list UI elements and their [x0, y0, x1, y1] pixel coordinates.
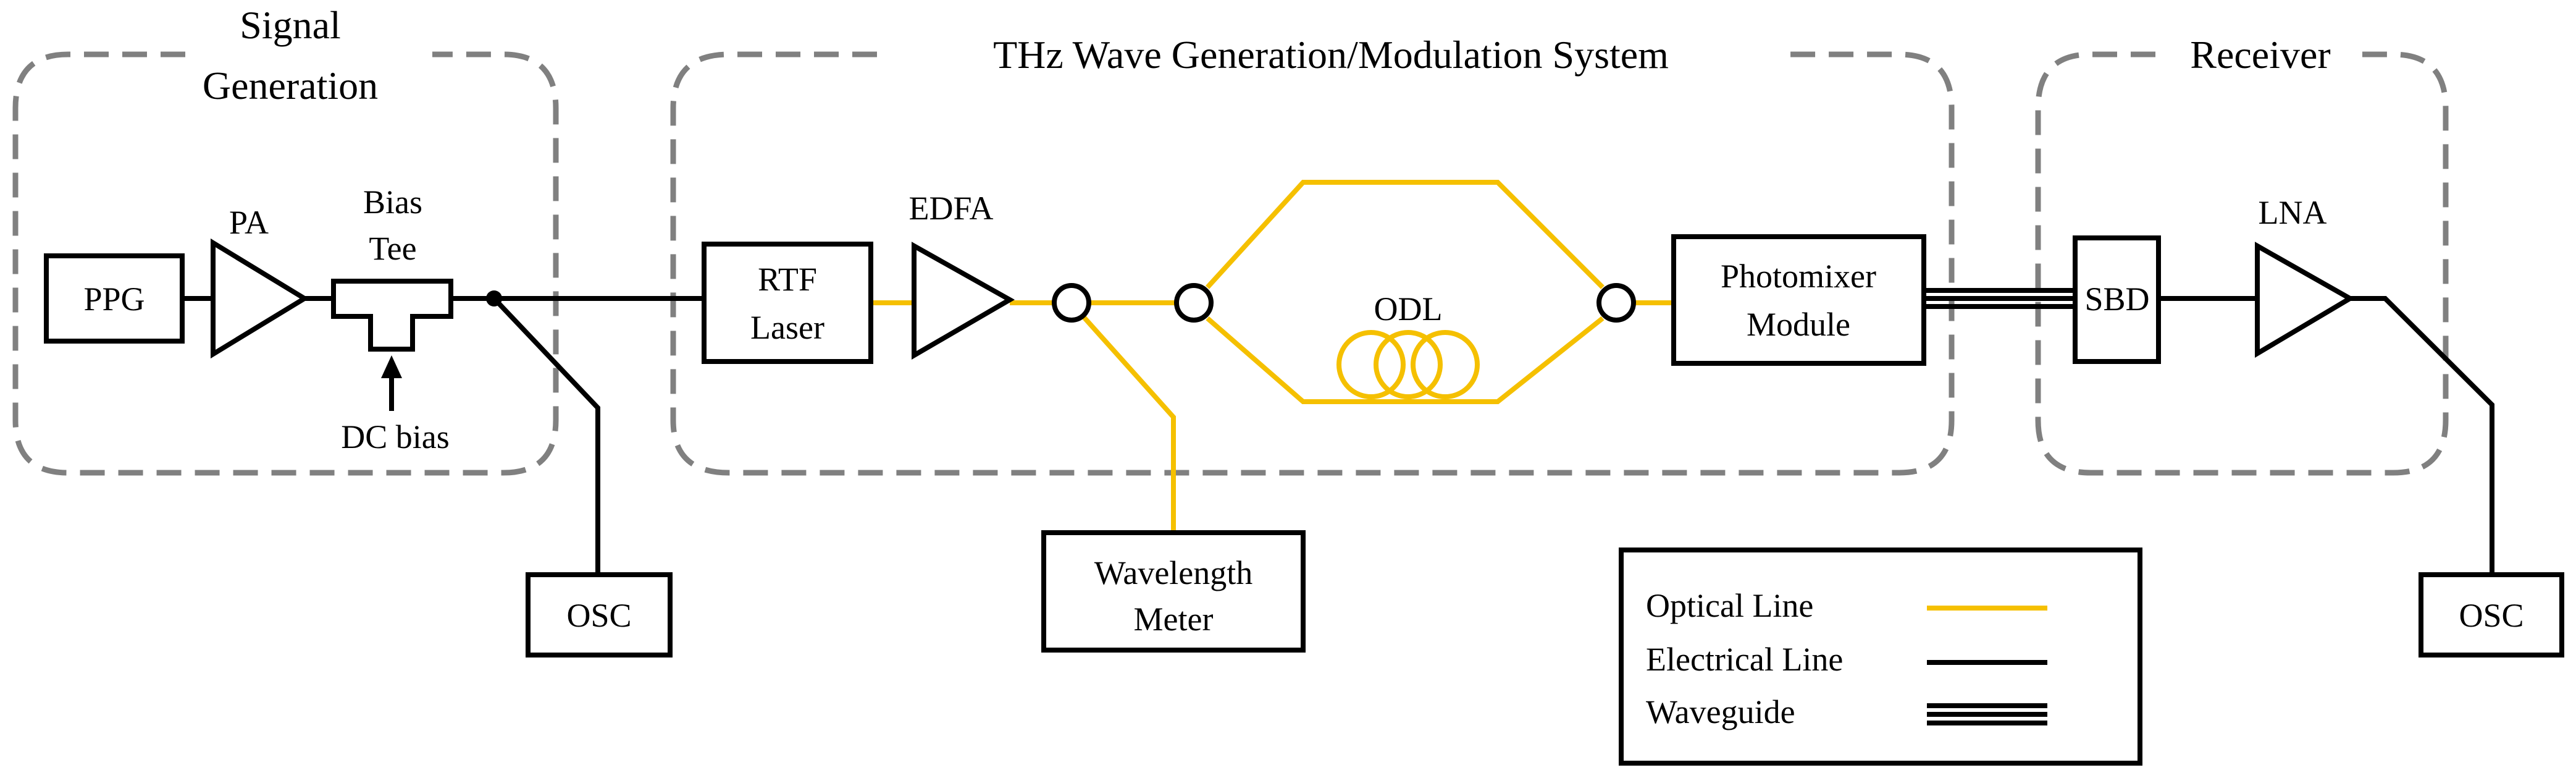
- waveguide-photomixer-sbd: [1924, 288, 2075, 309]
- osc-right-box: [2419, 572, 2564, 657]
- optical-lines: [871, 180, 1674, 533]
- osc-left-label: OSC: [566, 597, 631, 634]
- odl-coil-icon: [1336, 330, 1480, 399]
- fiber-upper-arm: [1206, 180, 1605, 289]
- legend-optical-label: Optical Line: [1646, 587, 1813, 624]
- wire-junction-osc-left: [492, 297, 600, 575]
- edfa-amplifier-icon: [912, 242, 1015, 360]
- legend-waveguide-label: Waveguide: [1646, 693, 1795, 730]
- wire-lna-osc-right: [2350, 296, 2494, 575]
- wavelength-meter-label-line2: Meter: [1134, 601, 1214, 638]
- signal-generation-title-line2: Generation: [203, 64, 378, 108]
- sbd-label: SBD: [2084, 281, 2149, 318]
- coupler-3: [1596, 283, 1636, 323]
- fiber-coupler1-wavelength-meter: [1080, 313, 1176, 533]
- pa-label: PA: [229, 204, 269, 241]
- wavelength-meter-box: [1041, 530, 1306, 653]
- dc-bias-arrow-head: [381, 355, 402, 378]
- lna-amplifier-icon: [2255, 242, 2355, 358]
- osc-right-label: OSC: [2459, 597, 2524, 634]
- receiver-group-border: [2035, 51, 2449, 476]
- bias-tee-icon: [331, 279, 453, 352]
- legend: Optical Line Electrical Line Waveguide: [1619, 548, 2142, 766]
- rtf-laser-label-line2: Laser: [750, 309, 824, 346]
- odl-label: ODL: [1374, 290, 1443, 328]
- thz-system-group-border: [670, 51, 1955, 476]
- signal-generation-title-line1: Signal: [240, 3, 341, 47]
- fiber-lower-arm: [1206, 316, 1605, 404]
- photomixer-label-line2: Module: [1747, 306, 1850, 343]
- ppg-box: [44, 253, 185, 344]
- dc-bias-label: DC bias: [341, 418, 450, 455]
- photomixer-label-line1: Photomixer: [1721, 258, 1876, 295]
- rtf-laser-label-line1: RTF: [758, 261, 817, 298]
- legend-waveguide-swatch: [1927, 703, 2047, 725]
- coupler-1: [1052, 283, 1091, 323]
- receiver-title: Receiver: [2190, 33, 2330, 77]
- wavelength-meter-label-line1: Wavelength: [1094, 554, 1253, 591]
- bias-tee-label-line2: Tee: [369, 230, 416, 267]
- legend-box: [1619, 548, 2142, 766]
- pa-amplifier-icon: [211, 238, 309, 359]
- osc-left-box: [526, 572, 673, 657]
- sbd-box: [2073, 235, 2161, 364]
- rtf-laser-box: [702, 242, 873, 364]
- ppg-label: PPG: [83, 281, 145, 318]
- photomixer-module-box: [1671, 234, 1926, 366]
- edfa-label: EDFA: [908, 190, 993, 227]
- thz-system-title: THz Wave Generation/Modulation System: [993, 33, 1669, 77]
- junction-dot: [486, 290, 502, 307]
- bias-tee-label-line1: Bias: [363, 184, 422, 221]
- legend-electrical-label: Electrical Line: [1646, 641, 1843, 678]
- signal-generation-group-border: [12, 51, 559, 476]
- lna-label: LNA: [2259, 194, 2327, 231]
- coupler-2: [1174, 283, 1214, 323]
